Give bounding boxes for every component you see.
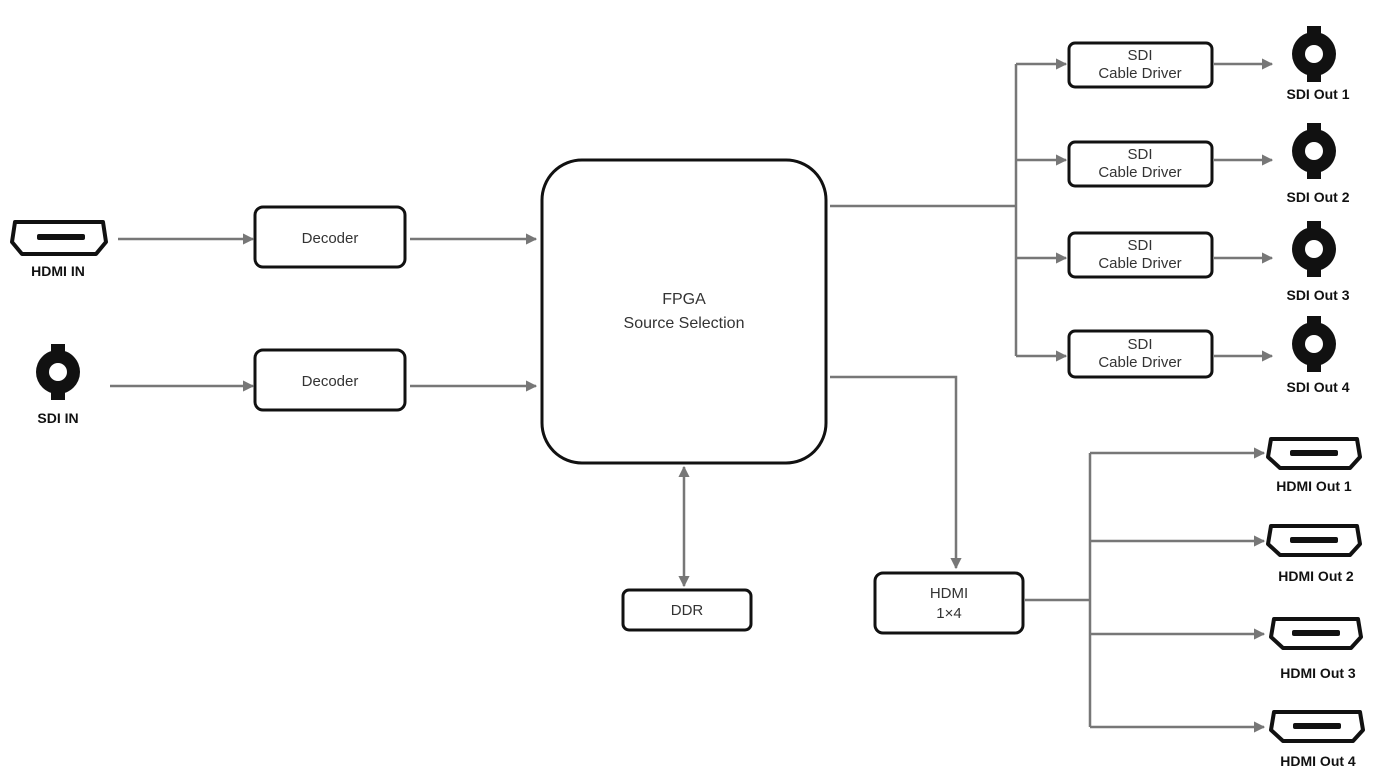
- sdi-driver-2: SDI Cable Driver: [1067, 140, 1214, 188]
- hdmi-in-label: HDMI IN: [31, 263, 85, 279]
- decoder-1: Decoder: [253, 205, 407, 269]
- hdmi-splitter-line1: HDMI: [930, 585, 968, 602]
- bnc-connector-icon: [1292, 123, 1336, 179]
- hdmi-out-2-label: HDMI Out 2: [1278, 568, 1354, 584]
- sdi-out-1-label: SDI Out 1: [1286, 86, 1349, 102]
- hdmi-out-3-label: HDMI Out 3: [1280, 665, 1356, 681]
- ddr-block: DDR: [621, 588, 753, 632]
- hdmi-in-port: HDMI IN: [10, 220, 108, 279]
- fpga-title: FPGA: [662, 291, 706, 308]
- ddr-label: DDR: [671, 602, 704, 619]
- bnc-connector-icon: [1292, 316, 1336, 372]
- sdi-out-1-port: SDI Out 1: [1286, 26, 1350, 102]
- hdmi-out-3-port: HDMI Out 3: [1269, 617, 1363, 681]
- sdi-driver-3: SDI Cable Driver: [1067, 231, 1214, 279]
- sdi-in-label: SDI IN: [37, 410, 78, 426]
- wire-fpga-to-hdmi-splitter: [830, 375, 962, 570]
- bnc-connector-icon: [36, 344, 80, 400]
- sdi-driver-1-line2: Cable Driver: [1098, 65, 1181, 82]
- bnc-connector-icon: [1292, 221, 1336, 277]
- hdmi-out-1-label: HDMI Out 1: [1276, 478, 1352, 494]
- sdi-driver-2-line2: Cable Driver: [1098, 164, 1181, 181]
- sdi-out-2-label: SDI Out 2: [1286, 189, 1349, 205]
- sdi-driver-3-line1: SDI: [1127, 237, 1152, 254]
- decoder-1-label: Decoder: [302, 230, 359, 247]
- sdi-driver-1: SDI Cable Driver: [1067, 41, 1214, 89]
- sdi-driver-2-line1: SDI: [1127, 146, 1152, 163]
- fpga-block: FPGA Source Selection: [540, 158, 828, 465]
- sdi-driver-3-line2: Cable Driver: [1098, 255, 1181, 272]
- hdmi-port-slot: [1292, 630, 1340, 636]
- hdmi-port-slot: [1290, 537, 1338, 543]
- hdmi-out-4-port: HDMI Out 4: [1269, 710, 1365, 769]
- hdmi-out-1-port: HDMI Out 1: [1266, 437, 1362, 494]
- sdi-driver-1-line1: SDI: [1127, 47, 1152, 64]
- hdmi-out-4-label: HDMI Out 4: [1280, 753, 1356, 769]
- sdi-out-2-port: SDI Out 2: [1286, 123, 1350, 205]
- sdi-driver-4-line1: SDI: [1127, 336, 1152, 353]
- sdi-in-port: SDI IN: [36, 344, 80, 426]
- bnc-connector-icon: [1292, 26, 1336, 82]
- connection-lines: [110, 58, 1274, 733]
- hdmi-port-slot: [1293, 723, 1341, 729]
- hdmi-splitter-block: HDMI 1×4: [873, 571, 1025, 635]
- hdmi-splitter-line2: 1×4: [936, 605, 961, 622]
- fpga-subtitle: Source Selection: [624, 315, 745, 332]
- decoder-2: Decoder: [253, 348, 407, 412]
- decoder-2-label: Decoder: [302, 373, 359, 390]
- sdi-out-3-port: SDI Out 3: [1286, 221, 1350, 303]
- sdi-out-4-port: SDI Out 4: [1286, 316, 1350, 395]
- sdi-driver-4: SDI Cable Driver: [1067, 329, 1214, 379]
- hdmi-port-slot: [37, 234, 85, 240]
- sdi-out-3-label: SDI Out 3: [1286, 287, 1349, 303]
- sdi-out-4-label: SDI Out 4: [1286, 379, 1349, 395]
- hdmi-out-2-port: HDMI Out 2: [1266, 524, 1362, 584]
- sdi-driver-4-line2: Cable Driver: [1098, 354, 1181, 371]
- hdmi-port-slot: [1290, 450, 1338, 456]
